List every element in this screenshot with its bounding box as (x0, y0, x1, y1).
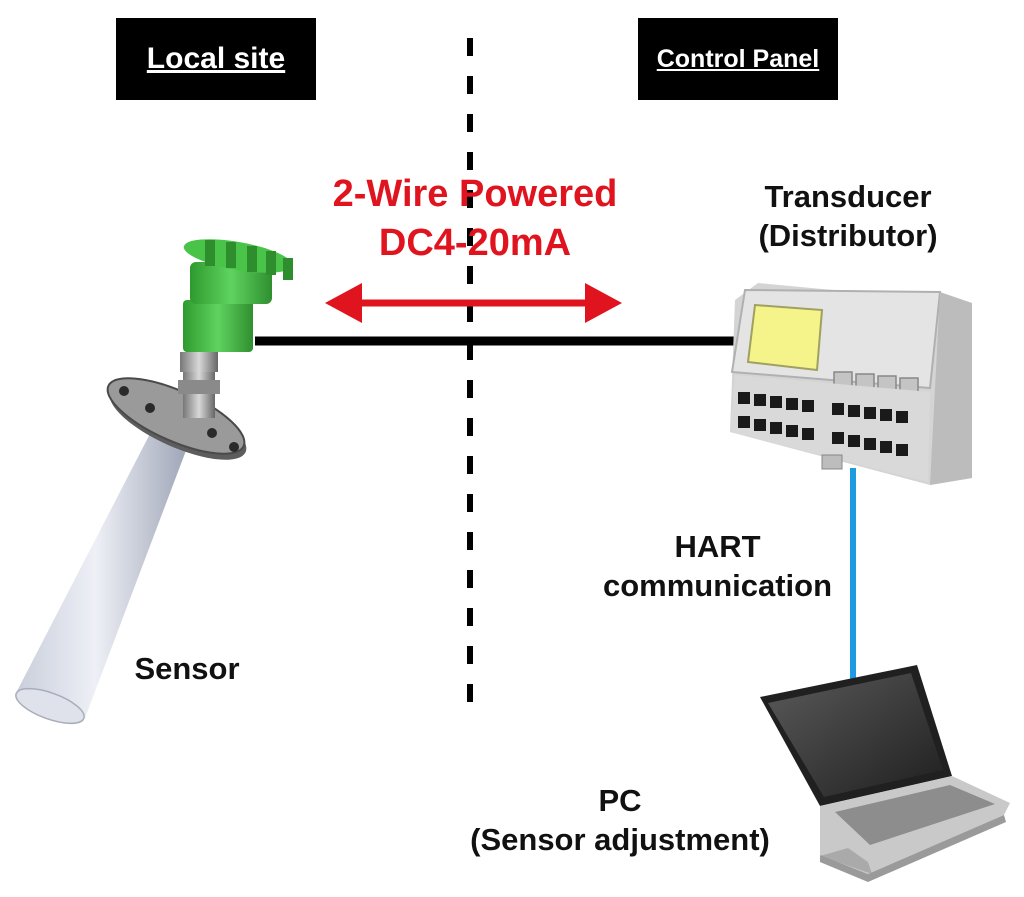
local-site-label: Local site (116, 18, 316, 100)
transducer-module-icon (730, 283, 972, 485)
hart-label: HART communication (575, 528, 860, 606)
transducer-line2: (Distributor) (758, 217, 938, 253)
pc-label: PC (Sensor adjustment) (430, 782, 810, 860)
power-line1: 2-Wire Powered (332, 173, 618, 215)
control-panel-label: Control Panel (638, 18, 838, 100)
laptop-icon (760, 665, 1010, 882)
sensor-label: Sensor (134, 651, 240, 686)
transducer-line1: Transducer (764, 179, 932, 214)
hart-line2: communication (602, 567, 833, 603)
double-arrow-icon (325, 283, 622, 323)
power-line2: DC4-20mA (378, 222, 572, 265)
hart-line1: HART (674, 529, 761, 564)
pc-line2: (Sensor adjustment) (470, 821, 770, 857)
transducer-label: Transducer (Distributor) (728, 178, 968, 256)
power-label: 2-Wire Powered DC4-20mA (300, 170, 650, 269)
radar-level-sensor-icon (15, 239, 293, 725)
pc-line1: PC (598, 783, 642, 818)
